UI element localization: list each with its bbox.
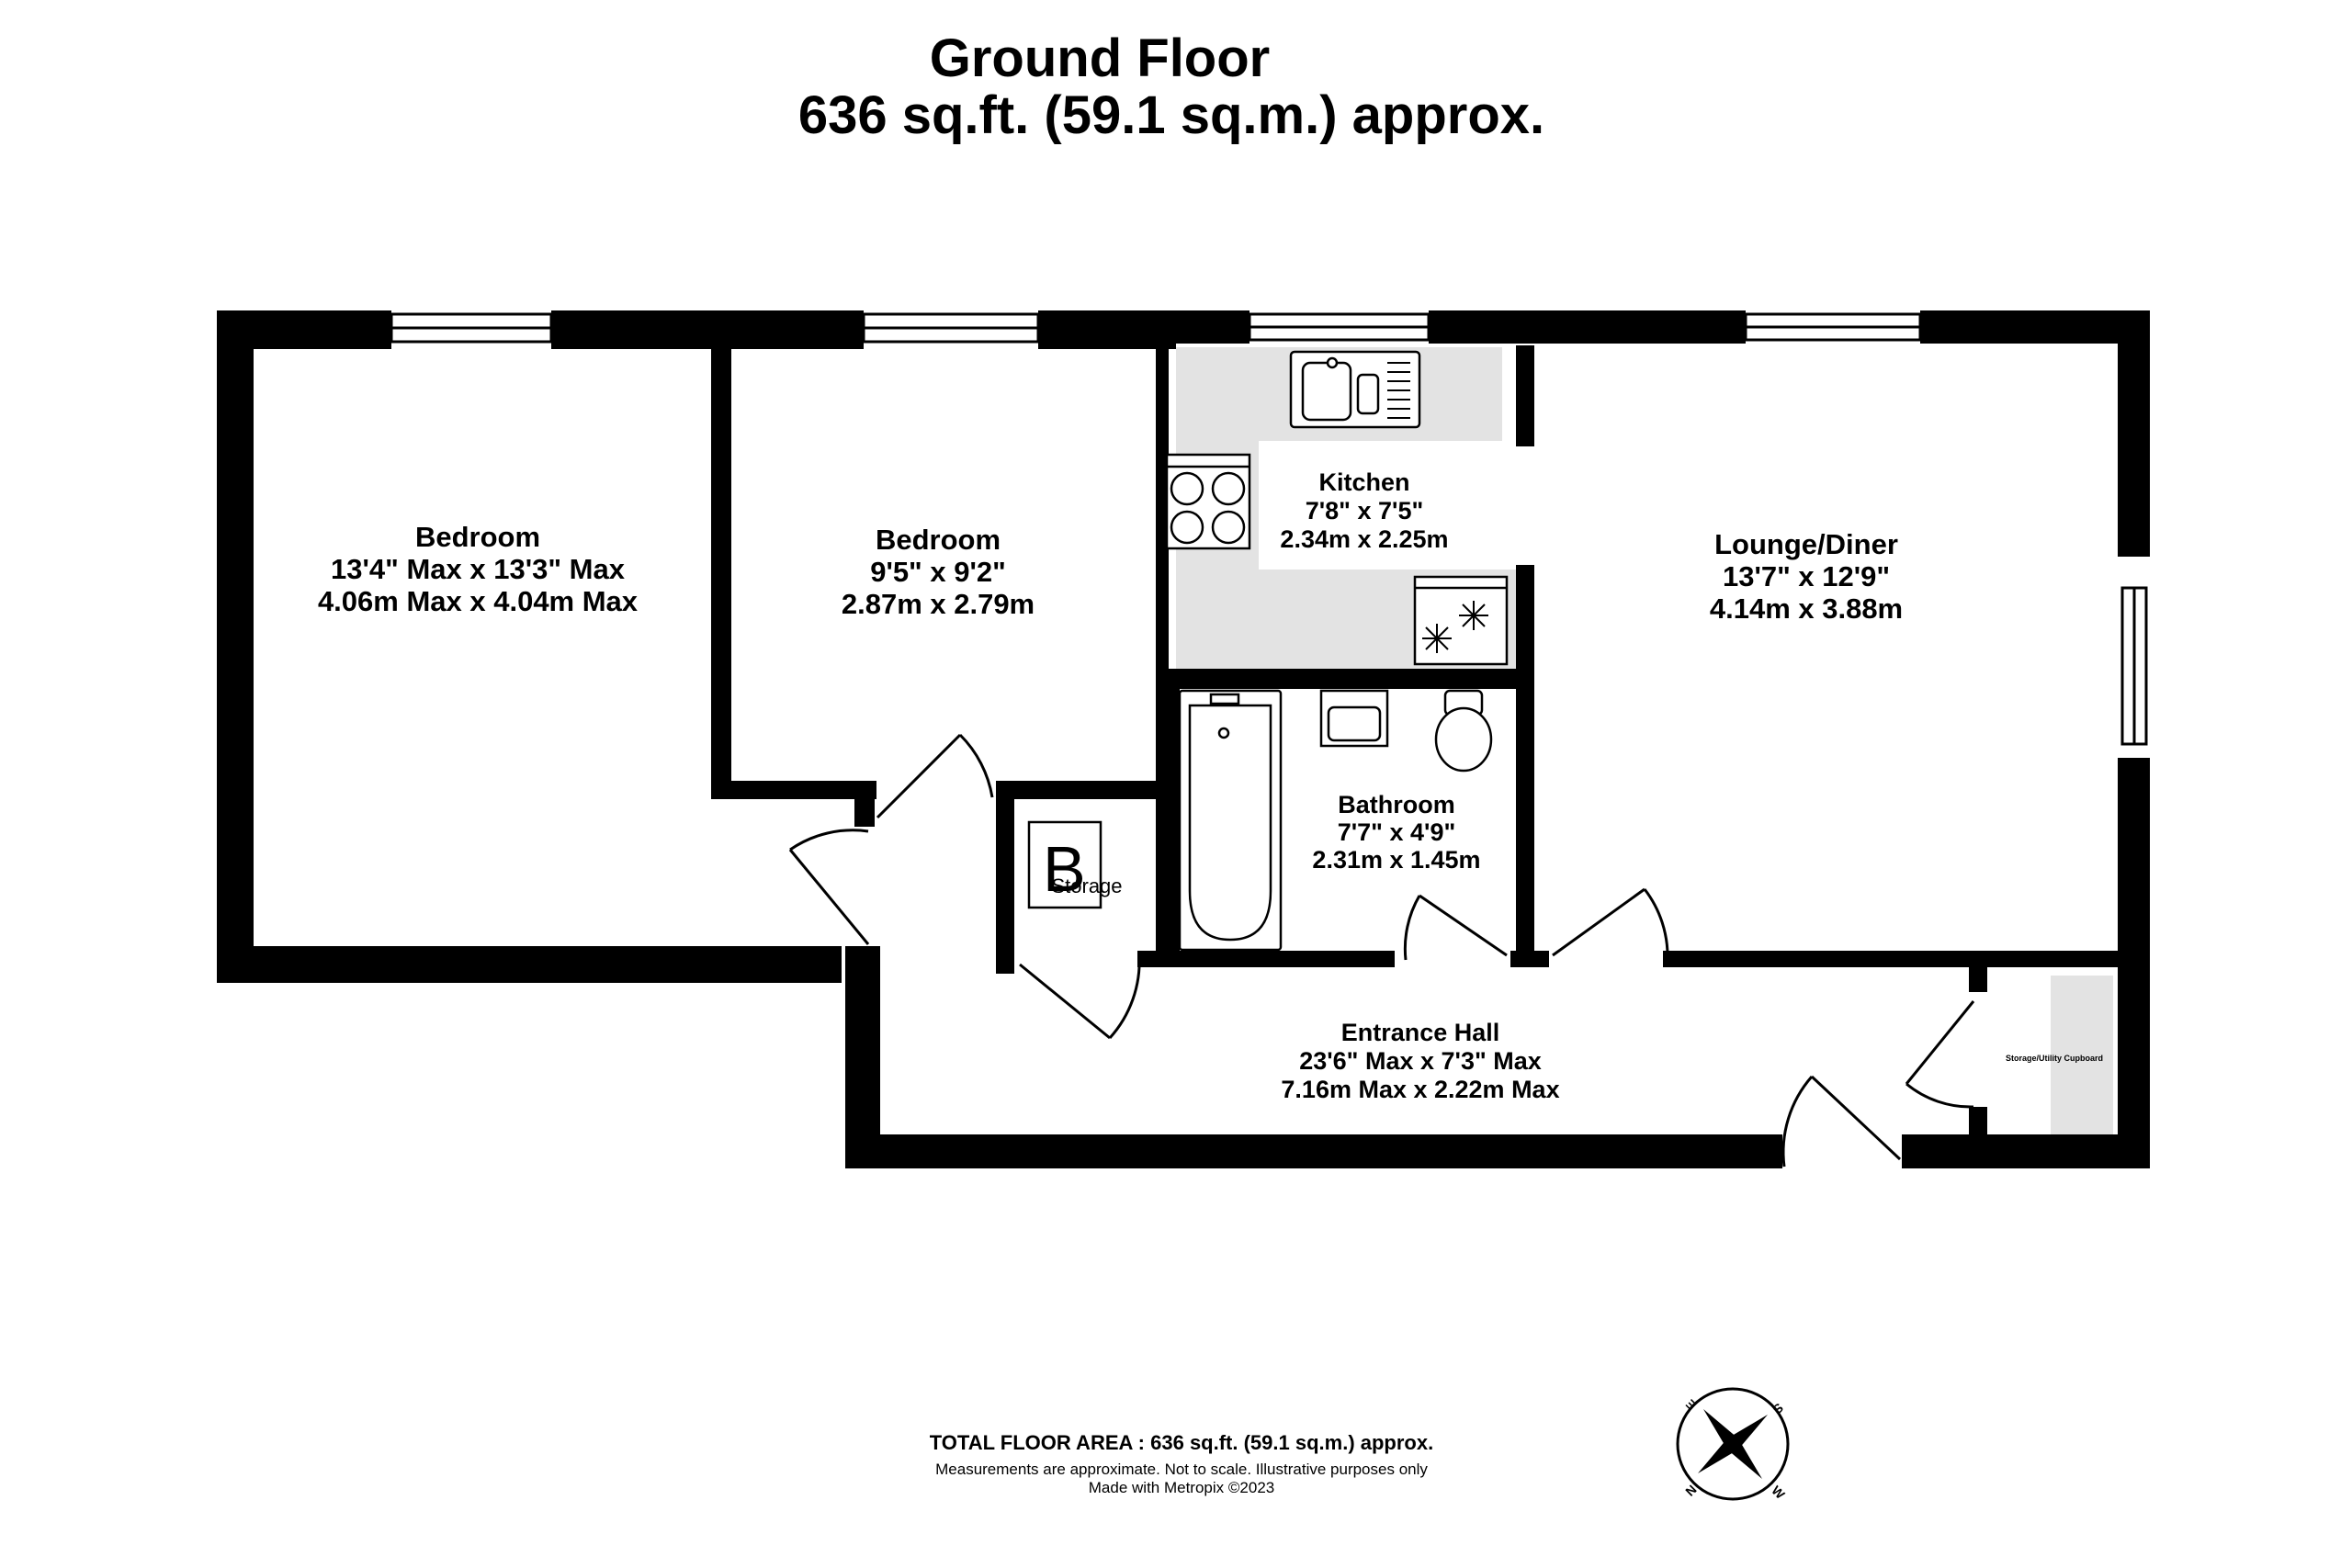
compass-e: E	[1683, 1397, 1700, 1414]
boiler-icon: B	[1027, 820, 1102, 909]
disclaimer: Measurements are approximate. Not to sca…	[935, 1461, 1428, 1478]
wall	[217, 310, 254, 983]
wall	[1429, 310, 1746, 344]
room-dim-imperial: 7'7" x 4'9"	[1338, 818, 1456, 846]
label-kitchen: Kitchen 7'8" x 7'5" 2.34m x 2.25m	[1280, 468, 1448, 553]
label-hall: Entrance Hall 23'6" Max x 7'3" Max 7.16m…	[1281, 1019, 1559, 1103]
room-name: Bedroom	[415, 521, 540, 553]
toilet-icon	[1434, 689, 1493, 773]
label-lounge: Lounge/Diner 13'7" x 12'9" 4.14m x 3.88m	[1710, 528, 1903, 625]
wall	[996, 781, 1167, 799]
wall	[1038, 310, 1176, 349]
room-dim-imperial: 23'6" Max x 7'3" Max	[1299, 1047, 1542, 1075]
compass-s: S	[1770, 1401, 1787, 1417]
room-labels: Bedroom 13'4" Max x 13'3" Max 4.06m Max …	[318, 468, 2103, 1103]
door-storage	[1019, 954, 1141, 1040]
plan-title: Ground Floor 636 sq.ft. (59.1 sq.m.) app…	[798, 28, 1544, 145]
wall	[1516, 565, 1534, 689]
wall	[854, 799, 875, 827]
window	[862, 312, 1040, 344]
wall	[1156, 669, 1532, 689]
doors	[788, 733, 1975, 1168]
room-dim-imperial: 13'7" x 12'9"	[1723, 560, 1890, 592]
wall	[1920, 310, 2150, 344]
door-bedroom2	[876, 733, 994, 819]
footer: TOTAL FLOOR AREA : 636 sq.ft. (59.1 sq.m…	[930, 1431, 1433, 1496]
label-bedroom2: Bedroom 9'5" x 9'2" 2.87m x 2.79m	[842, 524, 1035, 620]
wall	[1663, 951, 2150, 967]
wall	[1516, 345, 1534, 446]
storage-label: Storage	[1051, 874, 1122, 897]
room-dim-metric: 2.87m x 2.79m	[842, 588, 1035, 620]
room-name: Entrance Hall	[1341, 1019, 1500, 1046]
wall	[996, 799, 1014, 974]
cupboard-label: Storage/Utility Cupboard	[2006, 1054, 2103, 1063]
hob-icon	[1165, 453, 1251, 550]
wall	[1176, 310, 1250, 344]
wall	[217, 946, 842, 983]
wall	[1516, 680, 1534, 964]
total-area: TOTAL FLOOR AREA : 636 sq.ft. (59.1 sq.m…	[930, 1431, 1433, 1454]
wall	[2118, 310, 2150, 557]
door-bathroom	[1403, 894, 1508, 961]
wall	[1532, 951, 1549, 967]
basin-icon	[1319, 689, 1389, 748]
credit: Made with Metropix ©2023	[1089, 1479, 1274, 1496]
label-bedroom1: Bedroom 13'4" Max x 13'3" Max 4.06m Max …	[318, 521, 639, 617]
fixture-areas	[1176, 347, 2113, 1139]
door-entrance	[1781, 1075, 1902, 1168]
compass-icon: N E S W	[1676, 1387, 1790, 1502]
bath-icon	[1178, 689, 1283, 952]
room-dim-metric: 7.16m Max x 2.22m Max	[1281, 1076, 1559, 1103]
door-bedroom1	[788, 829, 870, 945]
wall	[845, 946, 880, 1168]
room-dim-metric: 2.34m x 2.25m	[1280, 525, 1448, 553]
room-dim-imperial: 7'8" x 7'5"	[1306, 497, 1424, 525]
bathroom-fixtures	[1178, 689, 1493, 952]
wall	[711, 781, 876, 799]
wall	[1969, 964, 1987, 992]
label-bathroom: Bathroom 7'7" x 4'9" 2.31m x 1.45m	[1312, 791, 1480, 874]
window	[390, 312, 553, 344]
door-cupboard	[1905, 1000, 1975, 1109]
fridge-freezer-icon	[1413, 575, 1509, 666]
room-name: Bathroom	[1338, 791, 1455, 818]
wall	[1902, 1134, 2150, 1168]
wall	[1137, 951, 1395, 967]
window	[2120, 586, 2148, 746]
window	[1744, 312, 1922, 342]
boiler-letter: B	[1043, 833, 1086, 905]
room-dim-metric: 4.14m x 3.88m	[1710, 592, 1903, 625]
wall	[1167, 680, 1180, 964]
cupboard-shelf	[2051, 976, 2113, 1139]
wall	[1969, 1107, 1987, 1168]
wall	[711, 345, 731, 797]
walls	[217, 310, 2150, 1168]
room-name: Lounge/Diner	[1714, 528, 1898, 560]
wall	[1156, 345, 1169, 790]
wall	[1156, 799, 1169, 955]
floor-area: 636 sq.ft. (59.1 sq.m.) approx.	[798, 85, 1544, 145]
room-name: Bedroom	[876, 524, 1001, 556]
door-lounge	[1552, 887, 1669, 961]
room-dim-metric: 2.31m x 1.45m	[1312, 846, 1480, 874]
room-dim-imperial: 9'5" x 9'2"	[870, 556, 1006, 588]
sink-icon	[1289, 350, 1421, 429]
room-name: Kitchen	[1318, 468, 1409, 496]
window	[1248, 312, 1430, 342]
floor-name: Ground Floor	[930, 28, 1271, 88]
wall	[551, 310, 864, 349]
wall	[845, 1134, 1782, 1168]
kitchen-fixtures	[1165, 350, 1509, 666]
room-dim-metric: 4.06m Max x 4.04m Max	[318, 585, 639, 617]
room-dim-imperial: 13'4" Max x 13'3" Max	[331, 553, 626, 585]
wall	[1510, 951, 1534, 967]
windows	[390, 312, 2148, 746]
compass-w: W	[1769, 1483, 1788, 1502]
